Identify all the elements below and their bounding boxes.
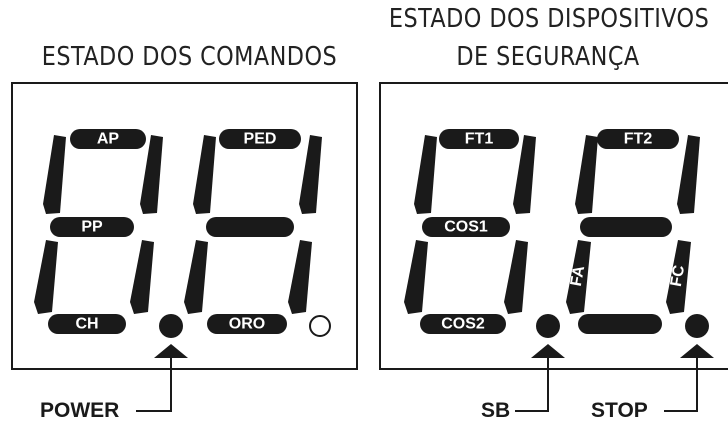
segment-lower-left	[34, 240, 58, 314]
segment-ap-label: AP	[97, 131, 120, 148]
segment-lower-right	[130, 240, 154, 314]
sb-pointer	[515, 344, 565, 412]
power-pointer	[136, 344, 188, 412]
segment-ap	[70, 129, 146, 149]
segment-upper-right	[513, 135, 536, 214]
segment-ped	[219, 129, 301, 149]
commands-status-title: ESTADO DOS COMANDOS	[41, 42, 338, 72]
stop-dot	[685, 314, 709, 338]
power-arrow-head	[154, 344, 188, 358]
stop-pointer	[664, 344, 714, 412]
segment-ft1	[439, 129, 519, 149]
decimal-dot-off	[309, 315, 331, 337]
segment-pp	[50, 217, 134, 237]
segment-lower-right	[288, 240, 312, 314]
segment-ft2-label: FT2	[624, 131, 653, 148]
sb-arrow-head	[531, 344, 565, 358]
segment-upper-right	[140, 135, 163, 214]
power-leader-line	[136, 358, 172, 412]
segment-fa-label: FA	[568, 264, 588, 288]
segment-bottom	[578, 314, 662, 334]
segment-upper-left	[575, 135, 598, 214]
sb-dot	[536, 314, 560, 338]
stop-leader-line	[664, 358, 698, 412]
stop-label: STOP	[591, 399, 648, 422]
segment-lower-left	[184, 240, 208, 314]
sb-leader-line	[515, 358, 549, 412]
segment-upper-left	[43, 135, 66, 214]
segment-upper-right	[677, 135, 700, 214]
segment-ft1-label: FT1	[465, 131, 494, 148]
segment-oro-label: ORO	[229, 316, 265, 333]
stop-arrow-head	[680, 344, 714, 358]
segment-cos2-label: COS2	[441, 316, 485, 333]
segment-ped-label: PED	[244, 131, 277, 148]
safety-devices-title-line2: DE SEGURANÇA	[456, 42, 640, 72]
power-label: POWER	[40, 399, 120, 422]
segment-upper-right	[299, 135, 322, 214]
segment-cos1-label: COS1	[444, 219, 488, 236]
left-digit-1: AP PP CH	[34, 129, 163, 334]
segment-fc	[666, 240, 691, 314]
segment-cos1	[422, 217, 510, 237]
segment-pp-label: PP	[81, 219, 103, 236]
segment-lower-left	[404, 240, 428, 314]
segment-ch	[48, 314, 126, 334]
segment-oro	[207, 314, 287, 334]
segment-ft2	[597, 129, 679, 149]
right-digit-1: FT1 COS1 COS2	[404, 129, 536, 334]
safety-devices-title-line1: ESTADO DOS DISPOSITIVOS	[388, 4, 710, 34]
segment-upper-left	[193, 135, 216, 214]
segment-middle	[580, 217, 672, 237]
right-digit-2: FT2 FA FC	[566, 129, 700, 334]
segment-cos2	[420, 314, 506, 334]
segment-fc-label: FC	[668, 264, 689, 288]
segment-middle	[206, 217, 294, 237]
segment-upper-left	[414, 135, 437, 214]
segment-ch-label: CH	[75, 316, 98, 333]
sb-label: SB	[481, 399, 511, 422]
power-dot	[159, 314, 183, 338]
segment-fa	[566, 240, 591, 314]
segment-lower-right	[504, 240, 528, 314]
left-digit-2: PED ORO	[184, 129, 322, 334]
